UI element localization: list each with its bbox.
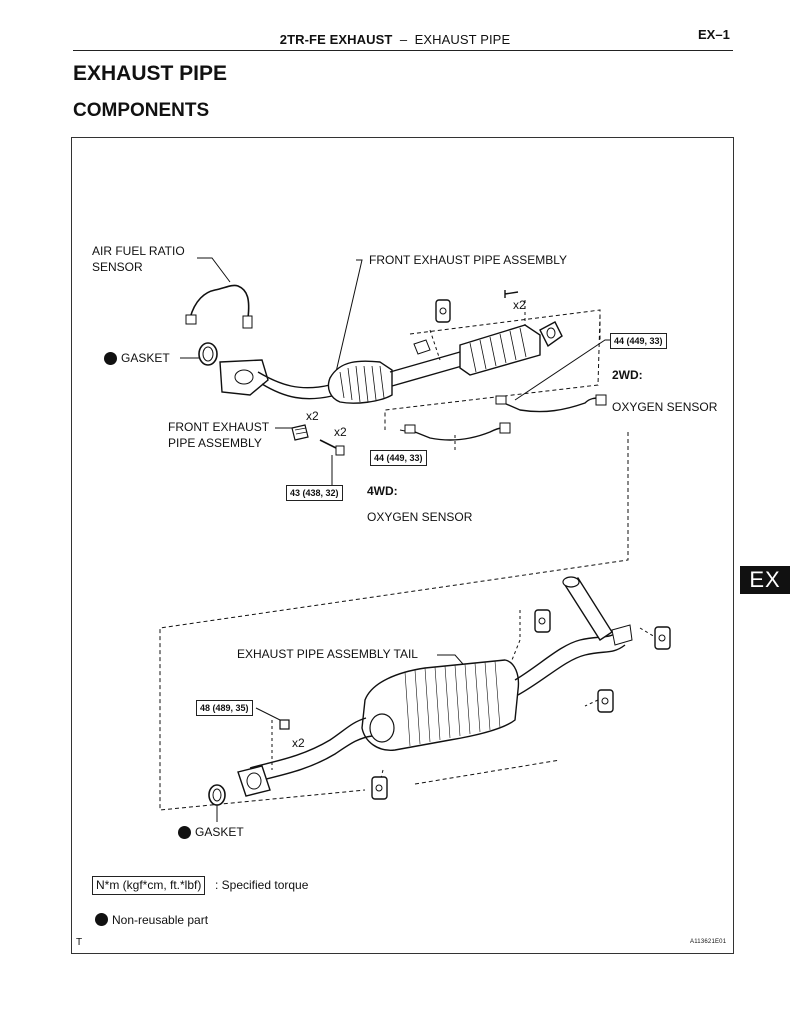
torque-bolt: 43 (438, 32) [286, 485, 343, 501]
legend-torque-text: : Specified torque [215, 878, 309, 892]
label-front-exhaust-pipe-assembly-left-line1: FRONT EXHAUST [168, 420, 270, 434]
label-oxygen-sensor-2wd: OXYGEN SENSOR [612, 400, 718, 414]
label-2wd: 2WD: [612, 368, 643, 382]
label-front-exhaust-pipe-assembly-top: FRONT EXHAUST PIPE ASSEMBLY [369, 253, 568, 267]
label-air-fuel-ratio-sensor-line2: SENSOR [92, 260, 143, 274]
label-air-fuel-ratio-sensor-line1: AIR FUEL RATIO [92, 244, 185, 258]
label-x2-top-bolt: x2 [513, 298, 526, 312]
header-rule [73, 50, 733, 51]
header-section-rest: EXHAUST PIPE [414, 32, 511, 47]
page-subtitle: COMPONENTS [73, 100, 210, 121]
torque-4wd-sensor: 44 (449, 33) [370, 450, 427, 466]
diagram-frame [71, 137, 734, 954]
label-x2-nut: x2 [292, 736, 305, 750]
label-oxygen-sensor-4wd: OXYGEN SENSOR [367, 510, 473, 524]
legend-non-reusable-text: Non-reusable part [112, 913, 209, 927]
header-separator: – [399, 32, 408, 47]
label-x2-bolt: x2 [334, 425, 347, 439]
torque-nut: 48 (489, 35) [196, 700, 253, 716]
label-front-exhaust-pipe-assembly-left-line2: PIPE ASSEMBLY [168, 436, 262, 450]
label-exhaust-pipe-assembly-tail: EXHAUST PIPE ASSEMBLY TAIL [237, 647, 418, 661]
non-reusable-dot-bottom [178, 826, 191, 839]
header-section-bold: 2TR-FE EXHAUST [279, 32, 393, 47]
torque-2wd-sensor: 44 (449, 33) [610, 333, 667, 349]
label-gasket-bottom: GASKET [195, 825, 244, 839]
label-4wd: 4WD: [367, 484, 398, 498]
section-tab[interactable]: EX [740, 566, 790, 594]
page-number: EX–1 [698, 27, 730, 42]
footer-illustration-id: A113621E01 [690, 939, 727, 945]
legend-non-reusable-dot [95, 913, 108, 926]
label-gasket-top: GASKET [121, 351, 170, 365]
footer-left-code: T [76, 937, 83, 948]
header-section-title: 2TR-FE EXHAUST – EXHAUST PIPE [0, 32, 790, 47]
legend-torque-unit: N*m (kgf*cm, ft.*lbf) [92, 876, 206, 895]
non-reusable-dot-top [104, 352, 117, 365]
page-title: EXHAUST PIPE [73, 62, 228, 85]
label-x2-spring: x2 [306, 409, 319, 423]
